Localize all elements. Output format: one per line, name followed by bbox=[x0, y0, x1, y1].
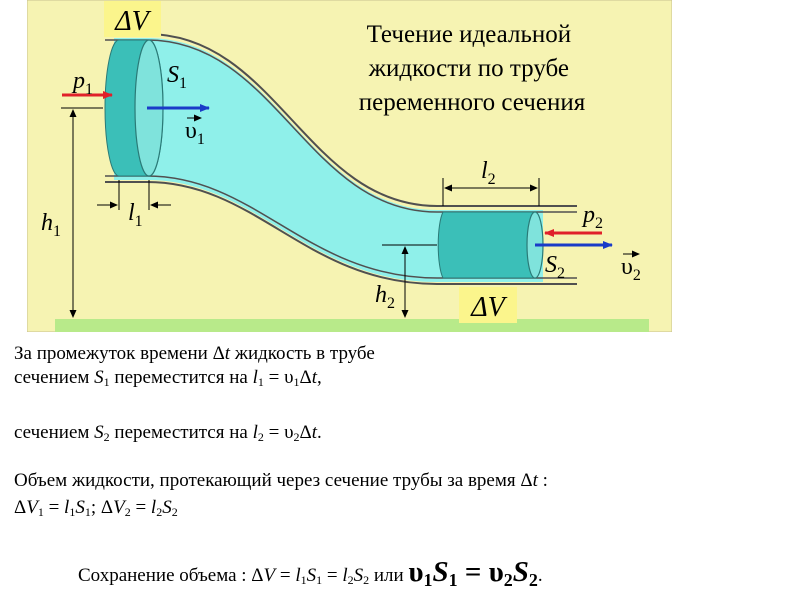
continuity-equation: υ1S1 = υ2S2 bbox=[408, 556, 538, 590]
v1-label: υ1 bbox=[185, 118, 205, 148]
l1-label: l1 bbox=[128, 200, 143, 230]
title-line-2: жидкости по трубе bbox=[368, 55, 569, 82]
text-line-1: За промежуток времени Δt жидкость в труб… bbox=[14, 343, 375, 364]
l1-dimension bbox=[97, 180, 171, 210]
title-line-3: переменного сечения bbox=[359, 89, 586, 116]
conservation-equation: Сохранение объема : ΔV = l1S1 = l2S2 или… bbox=[78, 556, 543, 590]
p1-label: p1 bbox=[71, 68, 93, 98]
diagram-title: Течение идеальной жидкости по трубе пере… bbox=[359, 21, 586, 116]
title-line-1: Течение идеальной bbox=[367, 21, 572, 48]
text-line-4: Объем жидкости, протекающий через сечени… bbox=[14, 470, 548, 491]
delta-v-label-2: ΔV bbox=[470, 292, 507, 323]
S2-label: S2 bbox=[545, 252, 565, 282]
p2-label: p2 bbox=[581, 202, 603, 232]
h1-dimension bbox=[61, 107, 103, 318]
v2-label: υ2 bbox=[621, 254, 641, 284]
l2-label: l2 bbox=[481, 158, 496, 188]
text-line-3: сечением S2 переместится на l2 = υ2Δt. bbox=[14, 422, 322, 444]
text-line-2: сечением S1 переместится на l1 = υ1Δt, bbox=[14, 367, 322, 389]
delta-v-label-1: ΔV bbox=[114, 6, 151, 37]
pipe-flow-diagram: ΔV ΔV Течение идеальной жидкости по труб… bbox=[27, 0, 672, 332]
fluid-body bbox=[114, 38, 543, 282]
h2-dimension bbox=[382, 244, 437, 318]
S1-label: S1 bbox=[167, 62, 187, 92]
ground-level bbox=[55, 319, 649, 332]
l2-dimension bbox=[442, 178, 540, 206]
text-line-5: ΔV1 = l1S1; ΔV2 = l2S2 bbox=[14, 497, 178, 519]
delta-v-tag-1: ΔV bbox=[104, 1, 161, 37]
h2-label: h2 bbox=[375, 282, 395, 312]
delta-v-tag-2: ΔV bbox=[459, 287, 517, 323]
h1-label: h1 bbox=[41, 210, 61, 240]
volume-slice-2 bbox=[437, 211, 544, 279]
